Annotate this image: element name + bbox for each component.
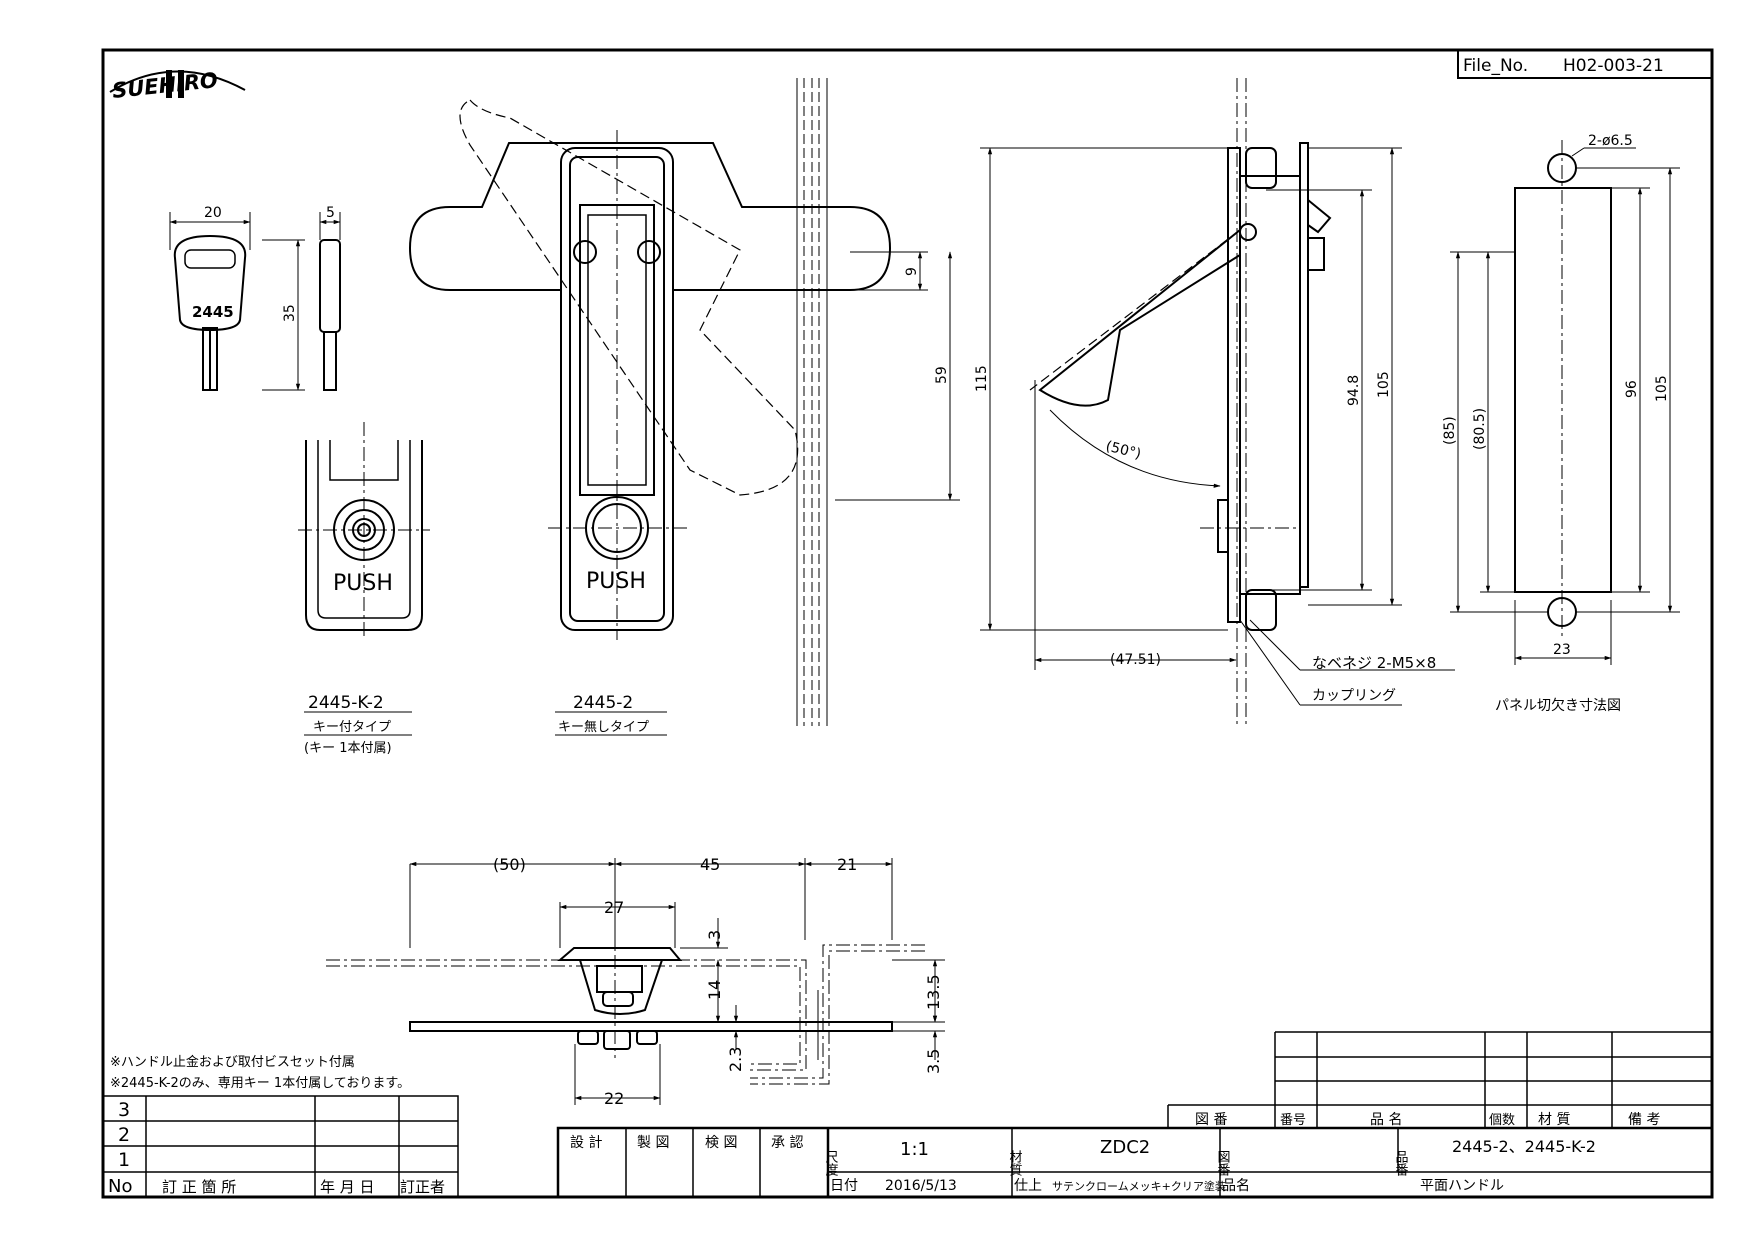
dim-96: 96 [1624,380,1640,398]
k-type-push-label: PUSH [333,571,393,596]
parts-header-name: 品 名 [1370,1112,1402,1128]
dim-50: (50) [493,855,526,874]
title-item-no-label: 品番 [1393,1150,1409,1177]
dim-3-top: 3 [705,930,724,940]
parts-header-remarks: 備 考 [1628,1112,1660,1128]
cutout-holes: 2-ø6.5 [1588,133,1633,149]
title-scale-label: 尺度 [823,1150,839,1176]
dim-94-8: 94.8 [1346,375,1362,406]
logo-text: SUEHIRO [111,68,219,103]
sheet-border [101,48,1714,1199]
dim-14: 14 [705,980,724,1000]
title-material-label: 材質 [1007,1150,1023,1177]
parts-header-drawing-no: 図 番 [1195,1112,1227,1128]
note-1: ※ハンドル止金および取付ビスセット付属 [110,1054,355,1070]
dim-105-cutout: 105 [1654,375,1670,402]
plain-front-centerlines [548,130,690,640]
panel-section-lines [796,78,828,726]
side-dims [980,147,1455,706]
dim-47-51: (47.51) [1110,652,1161,668]
revision-header-reviser: 訂正者 [400,1178,445,1196]
title-finish-label: 仕上 [1014,1178,1042,1194]
title-item-name: 平面ハンドル [1420,1178,1504,1194]
bottom-dims [409,858,945,1105]
plain-type-label: キー無しタイプ [558,720,649,735]
dim-115: 115 [974,365,990,392]
coupling-label: カップリング [1312,688,1396,704]
title-drawing-no-label: 図番 [1215,1150,1231,1177]
revision-row-1: 1 [118,1149,130,1171]
file-number-box: File_No. H02-003-21 [1457,49,1713,79]
key-dims [169,212,341,391]
key-dim-height: 35 [282,304,298,322]
side-view [1038,142,1332,631]
dim-13-5: 13.5 [924,974,943,1010]
dim-22: 22 [604,1089,624,1108]
dim-85: (85) [1442,416,1458,445]
file-number: H02-003-21 [1563,56,1664,76]
parts-header-qty: 個数 [1489,1113,1515,1128]
dim-23: 23 [1553,642,1571,658]
dim-27: 27 [604,898,624,917]
title-scale: 1:1 [900,1139,929,1160]
title-material: ZDC2 [1100,1137,1150,1158]
suehiro-logo: SUEHIRO [109,68,246,103]
key-view [173,234,341,391]
revision-header-place: 訂 正 箇 所 [162,1178,236,1196]
revision-header-no: No [108,1176,132,1197]
dim-2-3: 2.3 [726,1047,745,1072]
key-number: 2445 [192,303,234,321]
key-dim-thickness: 5 [326,205,335,221]
title-approve: 承 認 [771,1135,803,1151]
title-item-name-label: 品名 [1222,1178,1250,1194]
title-date: 2016/5/13 [885,1178,957,1194]
title-design: 設 計 [570,1135,602,1151]
plain-part-number: 2445-2 [573,693,633,713]
dim-21: 21 [837,855,857,874]
plain-push-label: PUSH [586,569,646,594]
parts-header-number: 番号 [1280,1113,1306,1128]
parts-header-material: 材 質 [1538,1112,1570,1128]
dim-105-side: 105 [1376,371,1392,398]
revision-table [102,1095,459,1198]
k-type-label: キー付タイプ [313,720,391,735]
side-view-phantom [1029,229,1241,391]
panel-cutout-view [1514,153,1612,627]
dim-angle-50: (50°) [1104,438,1143,462]
title-check: 検 図 [705,1135,737,1151]
panel-cutout-title: パネル切欠き寸法図 [1495,698,1621,714]
dim-80-5: (80.5) [1472,408,1488,450]
dim-45: 45 [700,855,720,874]
k-part-number: 2445-K-2 [308,693,384,713]
dim-9: 9 [904,267,920,276]
screw-label: なベネジ 2-M5×8 [1312,654,1436,672]
revision-row-2: 2 [118,1124,130,1146]
revision-row-3: 3 [118,1099,130,1121]
title-block [556,1126,1714,1199]
title-item-no: 2445-2、2445-K-2 [1452,1137,1596,1156]
title-drawing: 製 図 [637,1135,669,1151]
title-finish: サテンクロームメッキ+クリア塗装 [1052,1179,1226,1193]
front-dims [835,251,960,501]
k-type-note: (キー 1本付属) [304,741,392,756]
side-centerlines [1200,78,1300,726]
bottom-section-view [409,947,893,1050]
note-2: ※2445-K-2のみ、専用キー 1本付属しております。 [110,1076,410,1091]
dim-3-5: 3.5 [924,1049,943,1074]
panel-cutout-dims [1450,147,1680,665]
bottom-panel-lines [326,944,925,1085]
key-dim-width: 20 [204,205,222,221]
k-type-centerlines [298,422,430,640]
plain-front-view [408,142,892,631]
revision-header-date: 年 月 日 [320,1178,375,1196]
file-number-label: File_No. [1463,56,1528,76]
dim-59: 59 [934,366,950,384]
title-date-label: 日付 [830,1178,858,1194]
